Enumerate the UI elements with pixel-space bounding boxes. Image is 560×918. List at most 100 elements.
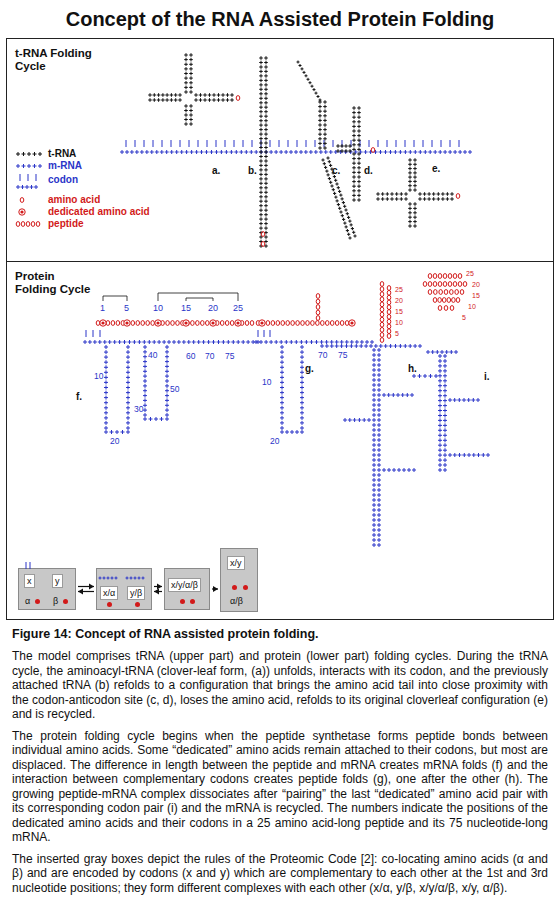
position-number: 40 xyxy=(148,351,157,360)
amino-acid-dot xyxy=(135,602,140,607)
dedicated-amino-acid xyxy=(155,320,161,326)
nucleotide-chain xyxy=(126,577,145,580)
amino-acid xyxy=(210,321,214,326)
nucleotide-chain xyxy=(83,340,260,344)
code-box: x/y/α/β xyxy=(164,568,210,610)
position-number: 20 xyxy=(472,281,480,288)
caption-area: Figure 14: Concept of RNA assisted prote… xyxy=(12,627,548,895)
panel-letter: d. xyxy=(364,166,373,176)
legend-text: m-RNA xyxy=(48,161,82,171)
amino-acid xyxy=(438,306,442,311)
amino-acid xyxy=(101,321,105,326)
dedicated-amino-acid-core xyxy=(350,321,353,324)
nucleotide-chain xyxy=(357,106,361,202)
dedicated-amino-acid-core xyxy=(211,321,214,324)
amino-acid xyxy=(276,321,280,326)
reaction-arrow xyxy=(154,584,162,595)
amino-acid xyxy=(286,321,290,326)
trna-panel: t-RNA Folding Cycle xyxy=(6,38,554,262)
position-number: 20 xyxy=(270,437,279,446)
amino-acid xyxy=(186,321,190,326)
position-number: 15 xyxy=(472,292,480,299)
figure-caption: Figure 14: Concept of RNA assisted prote… xyxy=(12,627,548,642)
reaction-arrow xyxy=(212,586,218,592)
amino-acid xyxy=(191,321,195,326)
nucleotide-chain xyxy=(438,354,442,472)
panel-letter: h. xyxy=(408,364,417,374)
nucleotide-chain xyxy=(264,56,268,248)
panel-letter: g. xyxy=(305,364,314,374)
position-number: 70 xyxy=(318,351,327,360)
position-number: 10 xyxy=(153,304,163,313)
nucleotide-chain xyxy=(297,61,322,102)
dedicated-amino-acid-core xyxy=(184,321,187,324)
amino-acid xyxy=(36,222,40,227)
amino-acid xyxy=(456,298,460,303)
amino-acid xyxy=(325,321,329,326)
nucleotide-chain xyxy=(326,156,356,237)
nucleotide-chain xyxy=(426,350,458,354)
dedicated-amino-acid xyxy=(349,320,355,326)
position-number: 75 xyxy=(225,352,234,361)
amino-acid xyxy=(240,321,244,326)
arrow-head xyxy=(89,584,94,590)
amino-acid xyxy=(380,338,384,343)
amino-acid xyxy=(166,321,170,326)
amino-acid xyxy=(387,300,391,305)
amino-acid xyxy=(447,298,451,303)
panel-letter: e. xyxy=(432,164,440,174)
amino-acid xyxy=(387,324,391,329)
amino-acid xyxy=(266,321,270,326)
amino-acid-dot xyxy=(63,599,68,604)
amino-acid xyxy=(448,274,452,279)
code-box: x/yα/β xyxy=(220,548,258,612)
nucleotide-chain xyxy=(184,53,188,94)
amino-acid xyxy=(201,321,205,326)
amino-acid xyxy=(438,274,442,279)
amino-acid xyxy=(316,310,320,315)
amino-acid xyxy=(220,321,224,326)
arrow-line xyxy=(154,591,162,592)
amino-acid xyxy=(458,282,462,287)
amino-acid xyxy=(96,321,100,326)
amino-acid-dot xyxy=(243,585,248,590)
amino-acid xyxy=(444,306,448,311)
nucleotide-chain xyxy=(376,192,408,196)
amino-acid xyxy=(387,310,391,315)
box-text: β xyxy=(53,596,58,606)
panel-heading: Protein Folding Cycle xyxy=(15,270,93,296)
nucleotide-chain xyxy=(16,185,38,189)
amino-acid xyxy=(205,321,209,326)
protein-panel: Protein Folding Cyclexyαβx/αy/βx/y/α/βx/… xyxy=(6,261,554,620)
position-number: 20 xyxy=(110,437,119,446)
amino-acid xyxy=(31,222,35,227)
amino-acid xyxy=(340,321,344,326)
legend-text: t-RNA xyxy=(48,149,76,159)
amino-acid xyxy=(261,232,265,237)
nucleotide-chain xyxy=(323,100,327,150)
amino-acid xyxy=(261,242,265,247)
amino-acid xyxy=(433,298,437,303)
nucleotide-chain xyxy=(382,468,416,472)
dedicated-amino-acid xyxy=(210,320,216,326)
amino-acid xyxy=(311,321,315,326)
position-number: 10 xyxy=(262,378,271,387)
nucleotide-chain xyxy=(148,98,182,102)
amino-acid xyxy=(387,286,391,291)
position-number: 10 xyxy=(468,303,476,310)
amino-acid xyxy=(111,321,115,326)
panel-heading: t-RNA Folding Cycle xyxy=(15,47,93,73)
nucleotide-chain xyxy=(184,104,188,126)
position-number: 10 xyxy=(94,372,103,381)
nucleotide-chain xyxy=(408,158,412,192)
codon-bars xyxy=(20,174,36,181)
nucleotide-chain xyxy=(413,202,417,228)
box-text: α/β xyxy=(230,596,243,606)
amino-acid xyxy=(316,316,320,321)
arrow-head xyxy=(157,584,162,590)
position-number: 25 xyxy=(233,304,243,313)
nucleotide-chain xyxy=(336,144,352,148)
amino-acid xyxy=(442,298,446,303)
nucleotide-chain xyxy=(408,202,412,228)
